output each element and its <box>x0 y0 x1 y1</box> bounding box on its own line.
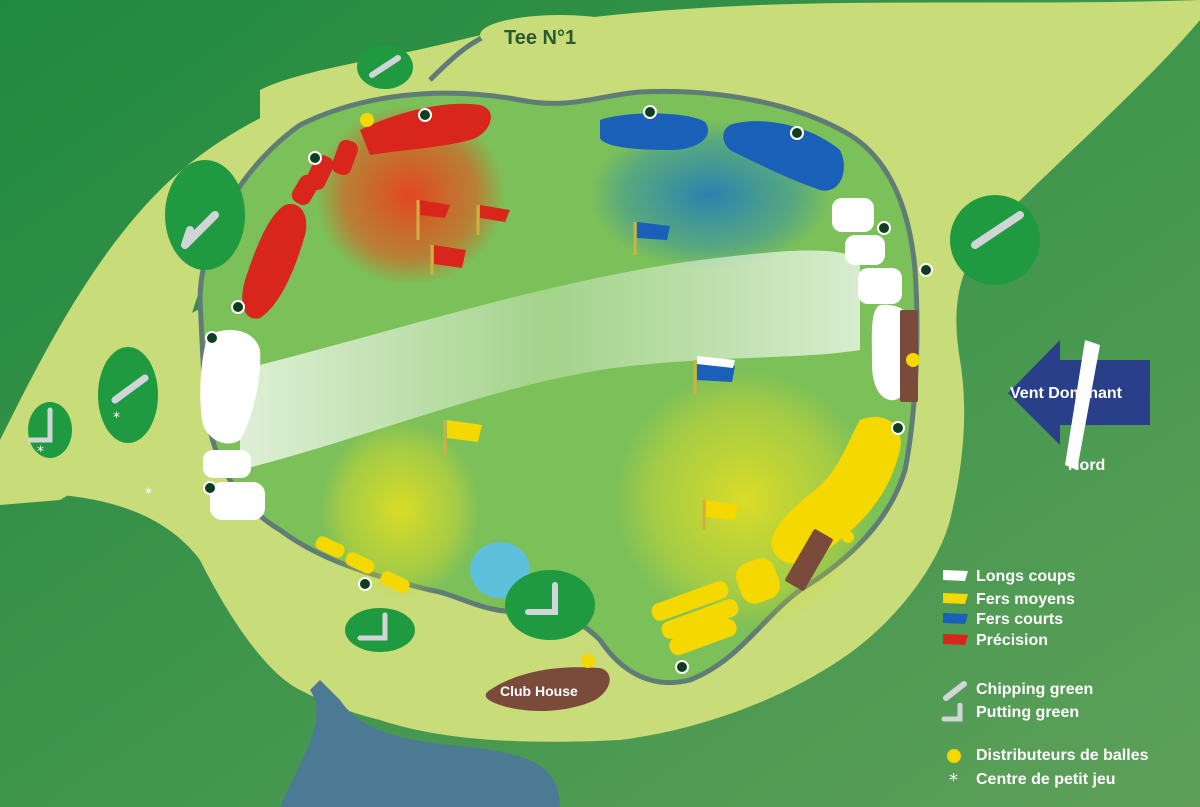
long-shots-bays <box>200 198 918 520</box>
wind-indicator: Vent Dominant Nord <box>1008 340 1150 474</box>
flag-red-icon <box>940 631 970 651</box>
putting-green-w <box>27 402 72 458</box>
legend-label: Distributeurs de balles <box>976 747 1149 764</box>
precision-bays <box>242 103 491 319</box>
legend-item-mid-irons: Fers moyens <box>940 590 1075 610</box>
svg-text:*: * <box>37 444 44 460</box>
mid-irons-bays <box>315 416 901 656</box>
svg-text:*: * <box>949 770 958 790</box>
clubhouse-building <box>485 667 610 712</box>
putter-icon <box>940 702 970 723</box>
legend-label: Fers courts <box>976 611 1064 628</box>
legend-item-putting-green: Putting green <box>940 702 1080 723</box>
road <box>280 680 560 807</box>
chipping-green-w <box>98 347 158 443</box>
legend-label: Précision <box>976 632 1049 649</box>
legend-label: Putting green <box>976 704 1080 721</box>
north-label: Nord <box>1068 457 1105 474</box>
short-game-center-icon: * <box>940 770 970 791</box>
legend-item-short-irons: Fers courts <box>940 610 1063 630</box>
long-shots-band <box>240 250 860 470</box>
putting-green-s <box>345 608 415 652</box>
legend-item-chipping-green: Chipping green <box>940 680 1094 701</box>
tee-area <box>480 15 640 55</box>
flag-yellow-icon <box>940 590 970 610</box>
precision-zone <box>315 105 505 285</box>
wind-label: Vent Dominant <box>1010 385 1123 402</box>
legend-item-precision: Précision <box>940 631 1048 651</box>
precision-flags <box>416 200 510 275</box>
legend-item-long-shots: Longs coups <box>940 567 1076 587</box>
putting-green-center <box>505 570 595 640</box>
legend-label: Centre de petit jeu <box>976 771 1116 788</box>
mid-irons-flag-left <box>443 420 482 455</box>
chipping-green-e <box>950 195 1040 285</box>
legend-label: Chipping green <box>976 681 1094 698</box>
tee-label: Tee N°1 <box>504 27 576 49</box>
short-irons-flag <box>633 222 670 255</box>
ball-dispensers <box>360 113 920 668</box>
legend-item-short-game-center: * Centre de petit jeu <box>940 770 1116 791</box>
legend-item-ball-dispenser: Distributeurs de balles <box>940 746 1149 766</box>
short-game-center-markers: * * * <box>37 410 152 502</box>
mid-irons-flag-right <box>702 500 738 530</box>
chipping-green-nw <box>165 160 245 270</box>
mid-irons-zone-left <box>320 420 480 600</box>
chipping-iron-icon <box>940 680 970 701</box>
clubhouse-label: Club House <box>500 683 578 699</box>
legend-label: Fers moyens <box>976 591 1075 608</box>
ball-dispenser-icon <box>940 746 970 766</box>
svg-text:*: * <box>113 410 120 426</box>
flag-white-icon <box>940 567 970 587</box>
distance-markers <box>203 105 933 674</box>
flag-blue-icon <box>940 610 970 630</box>
legend-label: Longs coups <box>976 568 1076 585</box>
north-arrow-icon <box>1065 340 1100 470</box>
long-shots-flag <box>693 356 735 395</box>
chipping-green-n <box>357 45 413 89</box>
svg-text:*: * <box>145 486 152 502</box>
short-irons-bays <box>600 113 844 191</box>
